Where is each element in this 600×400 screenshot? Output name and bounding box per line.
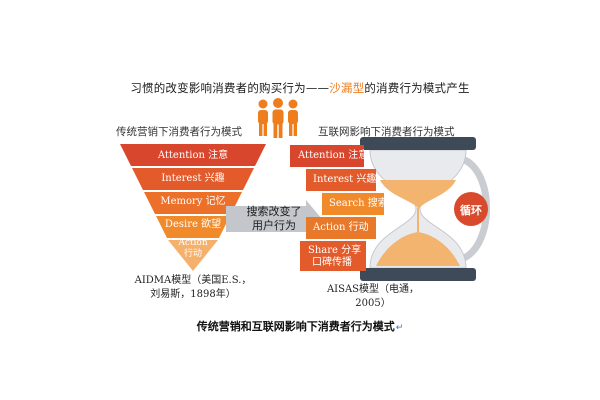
- aisas-layer-search: [322, 193, 384, 215]
- funnel-layer-desire: [156, 216, 230, 238]
- left-note: AIDMA模型（美国E.S.， 刘易斯，1898年）: [128, 274, 258, 302]
- people-group-icon: [258, 98, 298, 138]
- left-tip-line1: Action: [178, 238, 208, 248]
- right-layer-3: Search 搜索: [329, 198, 388, 209]
- right-layer-2: Interest 兴趣: [313, 174, 377, 185]
- hourglass-top-cap: [360, 137, 476, 150]
- right-layer-5: Share 分享 口碑传播: [308, 245, 361, 269]
- right-note: AISAS模型（电通，2005）: [326, 284, 420, 309]
- left-title: 传统营销下消费者行为模式: [116, 126, 242, 138]
- figure-caption: 传统营销和互联网影响下消费者行为模式↵: [0, 318, 600, 334]
- aisas-layer-share: [300, 241, 366, 271]
- right-layer-4: Action 行动: [313, 222, 369, 233]
- aidma-funnel: [120, 144, 266, 271]
- left-note-line1: AIDMA模型（美国E.S.，: [134, 275, 252, 286]
- funnel-layer-interest: [132, 168, 254, 190]
- headline: 习惯的改变影响消费者的购买行为——沙漏型的消费行为模式产生: [0, 80, 600, 96]
- loop-badge: [454, 192, 488, 226]
- return-mark-icon: ↵: [395, 323, 404, 333]
- left-layer-1: Attention 注意: [157, 150, 229, 161]
- right-title: 互联网影响下消费者行为模式: [318, 126, 455, 138]
- headline-suffix: 的消费行为模式产生: [364, 81, 470, 95]
- aisas-hourglass: [290, 137, 490, 281]
- transition-arrow: [226, 200, 322, 238]
- left-layer-2: Interest 兴趣: [161, 173, 225, 184]
- arrow-text-line1: 搜索改变了: [246, 205, 302, 218]
- left-tip-action: Action 行动: [118, 238, 268, 260]
- arrow-text-line2: 用户行为: [252, 219, 296, 232]
- left-note-line2: 刘易斯，1898年）: [150, 289, 236, 300]
- headline-highlight: 沙漏型: [329, 81, 365, 95]
- right-layer-1: Attention 注意: [298, 150, 369, 161]
- left-layer-3: Memory 记忆: [160, 196, 226, 207]
- funnel-layer-attention: [120, 144, 266, 166]
- headline-prefix: 习惯的改变影响消费者的购买行为——: [130, 81, 330, 95]
- left-tip-line2: 行动: [183, 249, 202, 259]
- aisas-layer-action: [306, 217, 376, 239]
- arrow-text: 搜索改变了 用户行为: [232, 205, 316, 233]
- share-line1: Share 分享: [308, 245, 362, 256]
- left-layer-4: Desire 欲望: [164, 219, 222, 230]
- funnel-layer-action: [168, 240, 218, 271]
- aisas-layer-attention: [290, 145, 364, 167]
- share-line2: 口碑传播: [312, 257, 352, 268]
- loop-label: 循环: [460, 204, 482, 217]
- aisas-layer-interest: [306, 169, 376, 191]
- caption-text: 传统营销和互联网影响下消费者行为模式: [196, 320, 395, 333]
- hourglass-bottom-cap: [360, 268, 476, 281]
- funnel-layer-memory: [144, 192, 242, 214]
